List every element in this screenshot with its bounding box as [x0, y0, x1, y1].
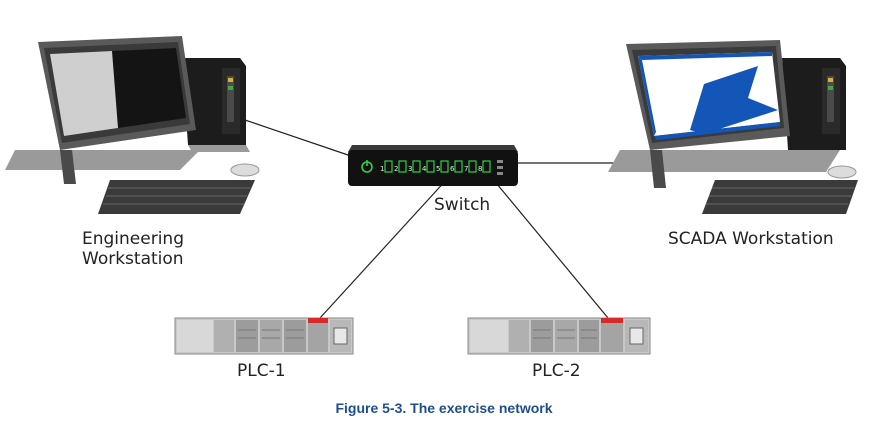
switch-port-label: 2 — [394, 165, 398, 173]
switch-port-label: 5 — [436, 165, 440, 173]
switch-port-led — [426, 160, 435, 173]
switch-port-label: 4 — [422, 165, 427, 173]
switch-port-led — [454, 160, 463, 173]
monitor-shadow — [5, 150, 200, 170]
mouse — [827, 165, 857, 179]
switch-port-led — [412, 160, 421, 173]
switch-port-label: 7 — [464, 165, 468, 173]
mouse — [230, 163, 260, 177]
keyboard — [98, 180, 255, 214]
switch-port-led — [468, 160, 477, 173]
switch-port-label: 8 — [478, 165, 482, 173]
scada-workstation — [608, 40, 858, 214]
plc-2-label: PLC-2 — [532, 361, 581, 381]
switch-ports: 1 2 3 4 5 6 7 8 — [380, 160, 491, 173]
switch-port-led — [398, 160, 407, 173]
plc-1-label: PLC-1 — [237, 361, 286, 381]
engineering-workstation-label-line2: Workstation — [82, 249, 184, 269]
switch-body — [348, 150, 518, 186]
link-switch-plc2 — [491, 177, 609, 319]
figure-caption: Figure 5-3. The exercise network — [335, 400, 553, 416]
keyboard — [702, 180, 858, 214]
switch-port-label: 1 — [380, 165, 384, 173]
switch-port-led — [440, 160, 449, 173]
network-switch: 1 2 3 4 5 6 7 8 — [348, 145, 518, 186]
plc-2-rack — [467, 317, 651, 355]
engineering-workstation — [5, 36, 260, 214]
link-engineering-switch — [244, 119, 349, 156]
switch-port-led — [482, 160, 491, 173]
switch-port-label: 3 — [408, 165, 412, 173]
monitor-shadow — [608, 150, 840, 172]
engineering-workstation-label-line1: Engineering — [82, 229, 184, 249]
switch-label: Switch — [434, 195, 491, 215]
switch-port-led — [384, 160, 393, 173]
monitor-stand — [650, 150, 666, 188]
scada-workstation-label: SCADA Workstation — [668, 229, 834, 249]
monitor-stand — [60, 150, 76, 184]
link-switch-plc1 — [319, 177, 449, 319]
switch-port-label: 6 — [450, 165, 455, 173]
plc-1-rack — [174, 317, 354, 355]
